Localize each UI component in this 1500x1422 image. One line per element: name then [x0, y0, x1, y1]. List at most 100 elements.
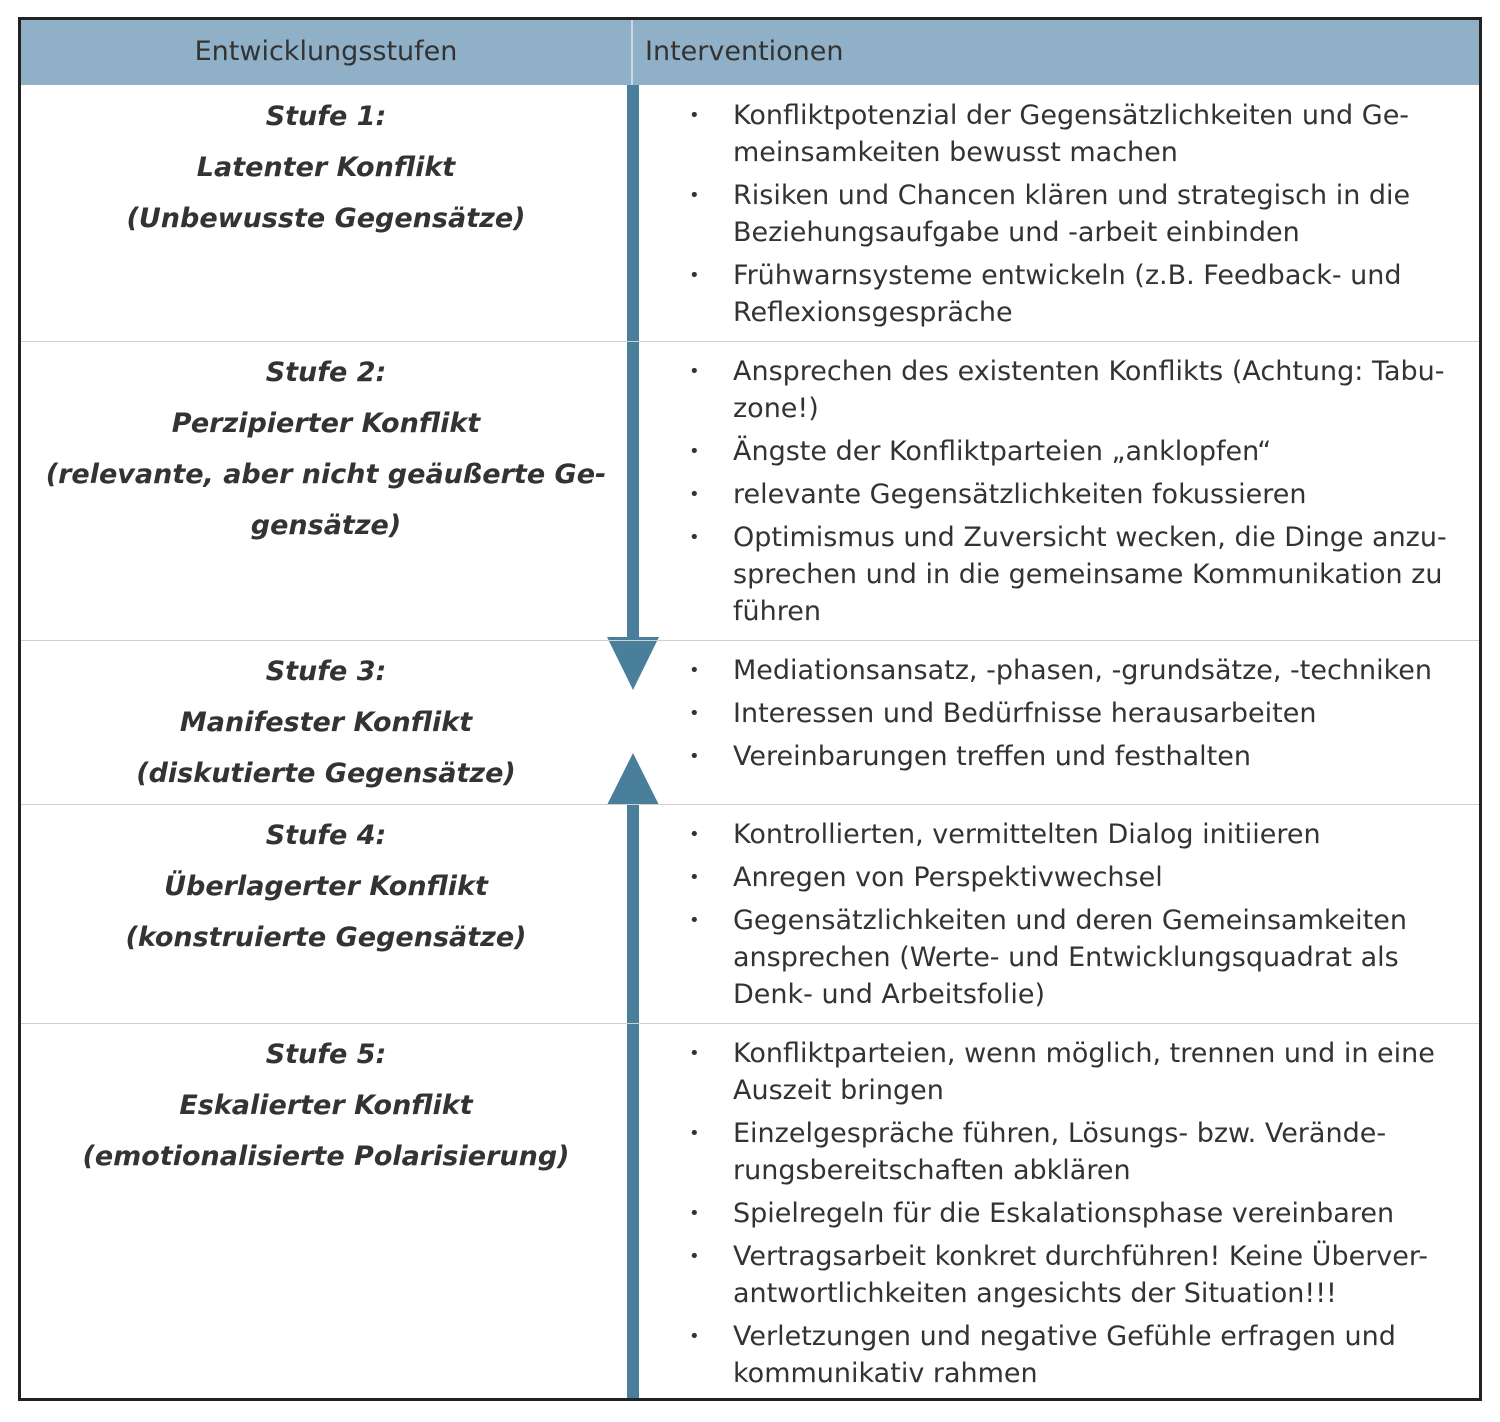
row-divider — [21, 804, 1479, 805]
stage-line: Eskalierter Konflikt — [179, 1090, 473, 1121]
list-item: • Vereinbarungen treffen und festhalten — [683, 738, 1473, 775]
bullet-icon: • — [689, 660, 700, 681]
interventions-list: • Ansprechen des existenten Konflikts (Ac… — [683, 353, 1473, 636]
bullet-icon: • — [689, 441, 700, 462]
stage-line: Latenter Konflikt — [196, 152, 456, 183]
table-frame: Entwicklungsstufen Interventionen Stufe … — [18, 17, 1482, 1401]
list-item-text: Ansprechen des existenten Konflikts (Ach… — [733, 356, 1445, 387]
list-item-text: Frühwarnsysteme entwickeln (z.B. Feedbac… — [733, 260, 1402, 291]
list-item-text: führen — [733, 596, 821, 627]
header-interventions: Interventionen — [645, 36, 844, 67]
list-item-text: Mediationsansatz, -phasen, -grundsätze, … — [733, 655, 1432, 686]
list-item: •Konfliktpotenzial der Gegensätzlichkeit… — [683, 97, 1473, 171]
list-item: • Einzelgespräche führen, Lösungs- bzw. V… — [683, 1115, 1473, 1189]
stage-cell: Stufe 4: Überlagerter Konflikt (konstruier… — [21, 810, 631, 963]
bullet-icon: • — [689, 484, 700, 505]
bullet-icon: • — [689, 703, 700, 724]
interventions-list: •Kontrollierten, vermittelten Dialog ini… — [683, 816, 1473, 1019]
bullet-icon: • — [689, 1203, 700, 1224]
header-stages: Entwicklungsstufen — [194, 36, 458, 67]
table-row: Stufe 2:Perzipierter Konflikt(relevante,… — [21, 341, 1479, 640]
row-divider — [21, 1023, 1479, 1024]
list-item-text: Auszeit bringen — [733, 1075, 944, 1106]
list-item: • Frühwarnsysteme entwickeln (z.B. Feedba… — [683, 257, 1473, 331]
list-item: • Vertragsarbeit konkret durchführen! Kei… — [683, 1238, 1473, 1312]
list-item-text: Verletzungen und negative Gefühle erfrag… — [733, 1321, 1396, 1352]
list-item-text: Einzelgespräche führen, Lösungs- bzw. Ve… — [733, 1118, 1387, 1149]
stage-line: Manifester Konflikt — [179, 707, 473, 738]
list-item: •Anregen von Perspektivwechsel — [683, 859, 1473, 896]
list-item-text: ansprechen (Werte- und Entwicklungsquadr… — [733, 942, 1399, 973]
list-item-text: zone!) — [733, 393, 819, 424]
stage-line: gensätze) — [250, 510, 402, 541]
table-header: Entwicklungsstufen Interventionen — [21, 20, 1479, 85]
list-item-text: Interessen und Bedürfnisse herausarbeite… — [733, 698, 1317, 729]
table-row: Stufe 5: Eskalierter Konflikt (emotionalis… — [21, 1023, 1479, 1398]
list-item: • Interessen und Bedürfnisse herausarbeit… — [683, 695, 1473, 732]
list-item: • Optimismus und Zuversicht wecken, die D… — [683, 519, 1473, 630]
list-item-text: Konfliktparteien, wenn möglich, trennen … — [733, 1038, 1435, 1069]
stage-line: Stufe 1: — [265, 101, 387, 132]
header-divider — [631, 20, 633, 85]
list-item-text: kommunikativ rahmen — [733, 1358, 1038, 1389]
stage-cell: Stufe 2:Perzipierter Konflikt(relevante,… — [21, 347, 631, 551]
list-item-text: relevante Gegensätzlichkeiten fokussiere… — [733, 479, 1307, 510]
table-row: Stufe 1: Latenter Konflikt (Unbewusste Geg… — [21, 85, 1479, 341]
list-item: • Mediationsansatz, -phasen, -grundsätze,… — [683, 652, 1473, 689]
list-item-text: Spielregeln für die Eskalationsphase ver… — [733, 1198, 1395, 1229]
bullet-icon: • — [689, 910, 700, 931]
bullet-icon: • — [689, 185, 700, 206]
stage-line: Perzipierter Konflikt — [171, 408, 481, 439]
stage-line: (diskutierte Gegensätze) — [136, 758, 516, 789]
interventions-list: • Mediationsansatz, -phasen, -grundsätze,… — [683, 652, 1473, 781]
stage-line: (emotionalisierte Polarisierung) — [82, 1141, 570, 1172]
row-divider — [21, 640, 1479, 641]
bullet-icon: • — [689, 1043, 700, 1064]
list-item-text: Vertragsarbeit konkret durchführen! Kein… — [733, 1241, 1428, 1272]
list-item-text: Denk- und Arbeitsfolie) — [733, 979, 1046, 1010]
list-item-text: Risiken und Chancen klären und strategis… — [733, 180, 1411, 211]
table-row: Stufe 3: Manifester Konflikt (diskutierte … — [21, 640, 1479, 804]
bullet-icon: • — [689, 824, 700, 845]
bullet-icon: • — [689, 1246, 700, 1267]
list-item: •Kontrollierten, vermittelten Dialog ini… — [683, 816, 1473, 853]
stage-cell: Stufe 3: Manifester Konflikt (diskutierte … — [21, 646, 631, 799]
stage-line: (relevante, aber nicht geäußerte Ge- — [45, 459, 607, 490]
list-item: • Spielregeln für die Eskalationsphase ve… — [683, 1195, 1473, 1232]
list-item-text: Beziehungsaufgabe und -arbeit einbinden — [733, 217, 1300, 248]
list-item: • Ansprechen des existenten Konflikts (Ac… — [683, 353, 1473, 427]
list-item: • Gegensätzlichkeiten und deren Gemeinsam… — [683, 902, 1473, 1013]
interventions-list: • Konfliktpotenzial der Gegensätzlichkeit… — [683, 97, 1473, 337]
list-item-text: Ängste der Konfliktparteien „anklopfen“ — [733, 436, 1272, 467]
list-item-text: Optimismus und Zuversicht wecken, die Di… — [733, 522, 1447, 553]
stage-line: Überlagerter Konflikt — [164, 871, 488, 902]
bullet-icon: • — [689, 1123, 700, 1144]
bullet-icon: • — [689, 867, 700, 888]
list-item-text: rungsbereitschaften abklären — [733, 1155, 1131, 1186]
bullet-icon: • — [689, 361, 700, 382]
list-item: • relevante Gegensätzlichkeiten fokussier… — [683, 476, 1473, 513]
list-item: • Ängste der Konfliktparteien „anklopfen“ — [683, 433, 1473, 470]
stage-line: (konstruierte Gegensätze) — [125, 922, 527, 953]
stage-line: (Unbewusste Gegensätze) — [126, 203, 526, 234]
list-item-text: Reflexionsgespräche — [733, 297, 1013, 328]
interventions-list: • Konfliktparteien, wenn möglich, trennen… — [683, 1035, 1473, 1398]
bullet-icon: • — [689, 265, 700, 286]
list-item: • Risiken und Chancen klären und strategi… — [683, 177, 1473, 251]
list-item-text: antwortlichkeiten angesichts der Situati… — [733, 1278, 1337, 1309]
stage-line: Stufe 4: — [265, 820, 387, 851]
list-item-text: Vereinbarungen treffen und festhalten — [733, 741, 1251, 772]
stage-cell: Stufe 1: Latenter Konflikt (Unbewusste Geg… — [21, 91, 631, 244]
bullet-icon: • — [689, 746, 700, 767]
list-item-text: Konfliktpotenzial der Gegensätzlichkeite… — [733, 100, 1410, 131]
row-divider — [21, 341, 1479, 342]
stage-cell: Stufe 5: Eskalierter Konflikt (emotionalis… — [21, 1029, 631, 1182]
list-item-text: meinsamkeiten bewusst machen — [733, 137, 1178, 168]
list-item-text: sprechen und in die gemeinsame Kommunika… — [733, 559, 1443, 590]
stage-line: Stufe 5: — [265, 1039, 387, 1070]
list-item-text: Gegensätzlichkeiten und deren Gemeinsamk… — [733, 905, 1407, 936]
stage-line: Stufe 3: — [265, 656, 387, 687]
bullet-icon: • — [689, 527, 700, 548]
list-item: • Konfliktparteien, wenn möglich, trennen… — [683, 1035, 1473, 1109]
bullet-icon: • — [689, 1326, 700, 1347]
